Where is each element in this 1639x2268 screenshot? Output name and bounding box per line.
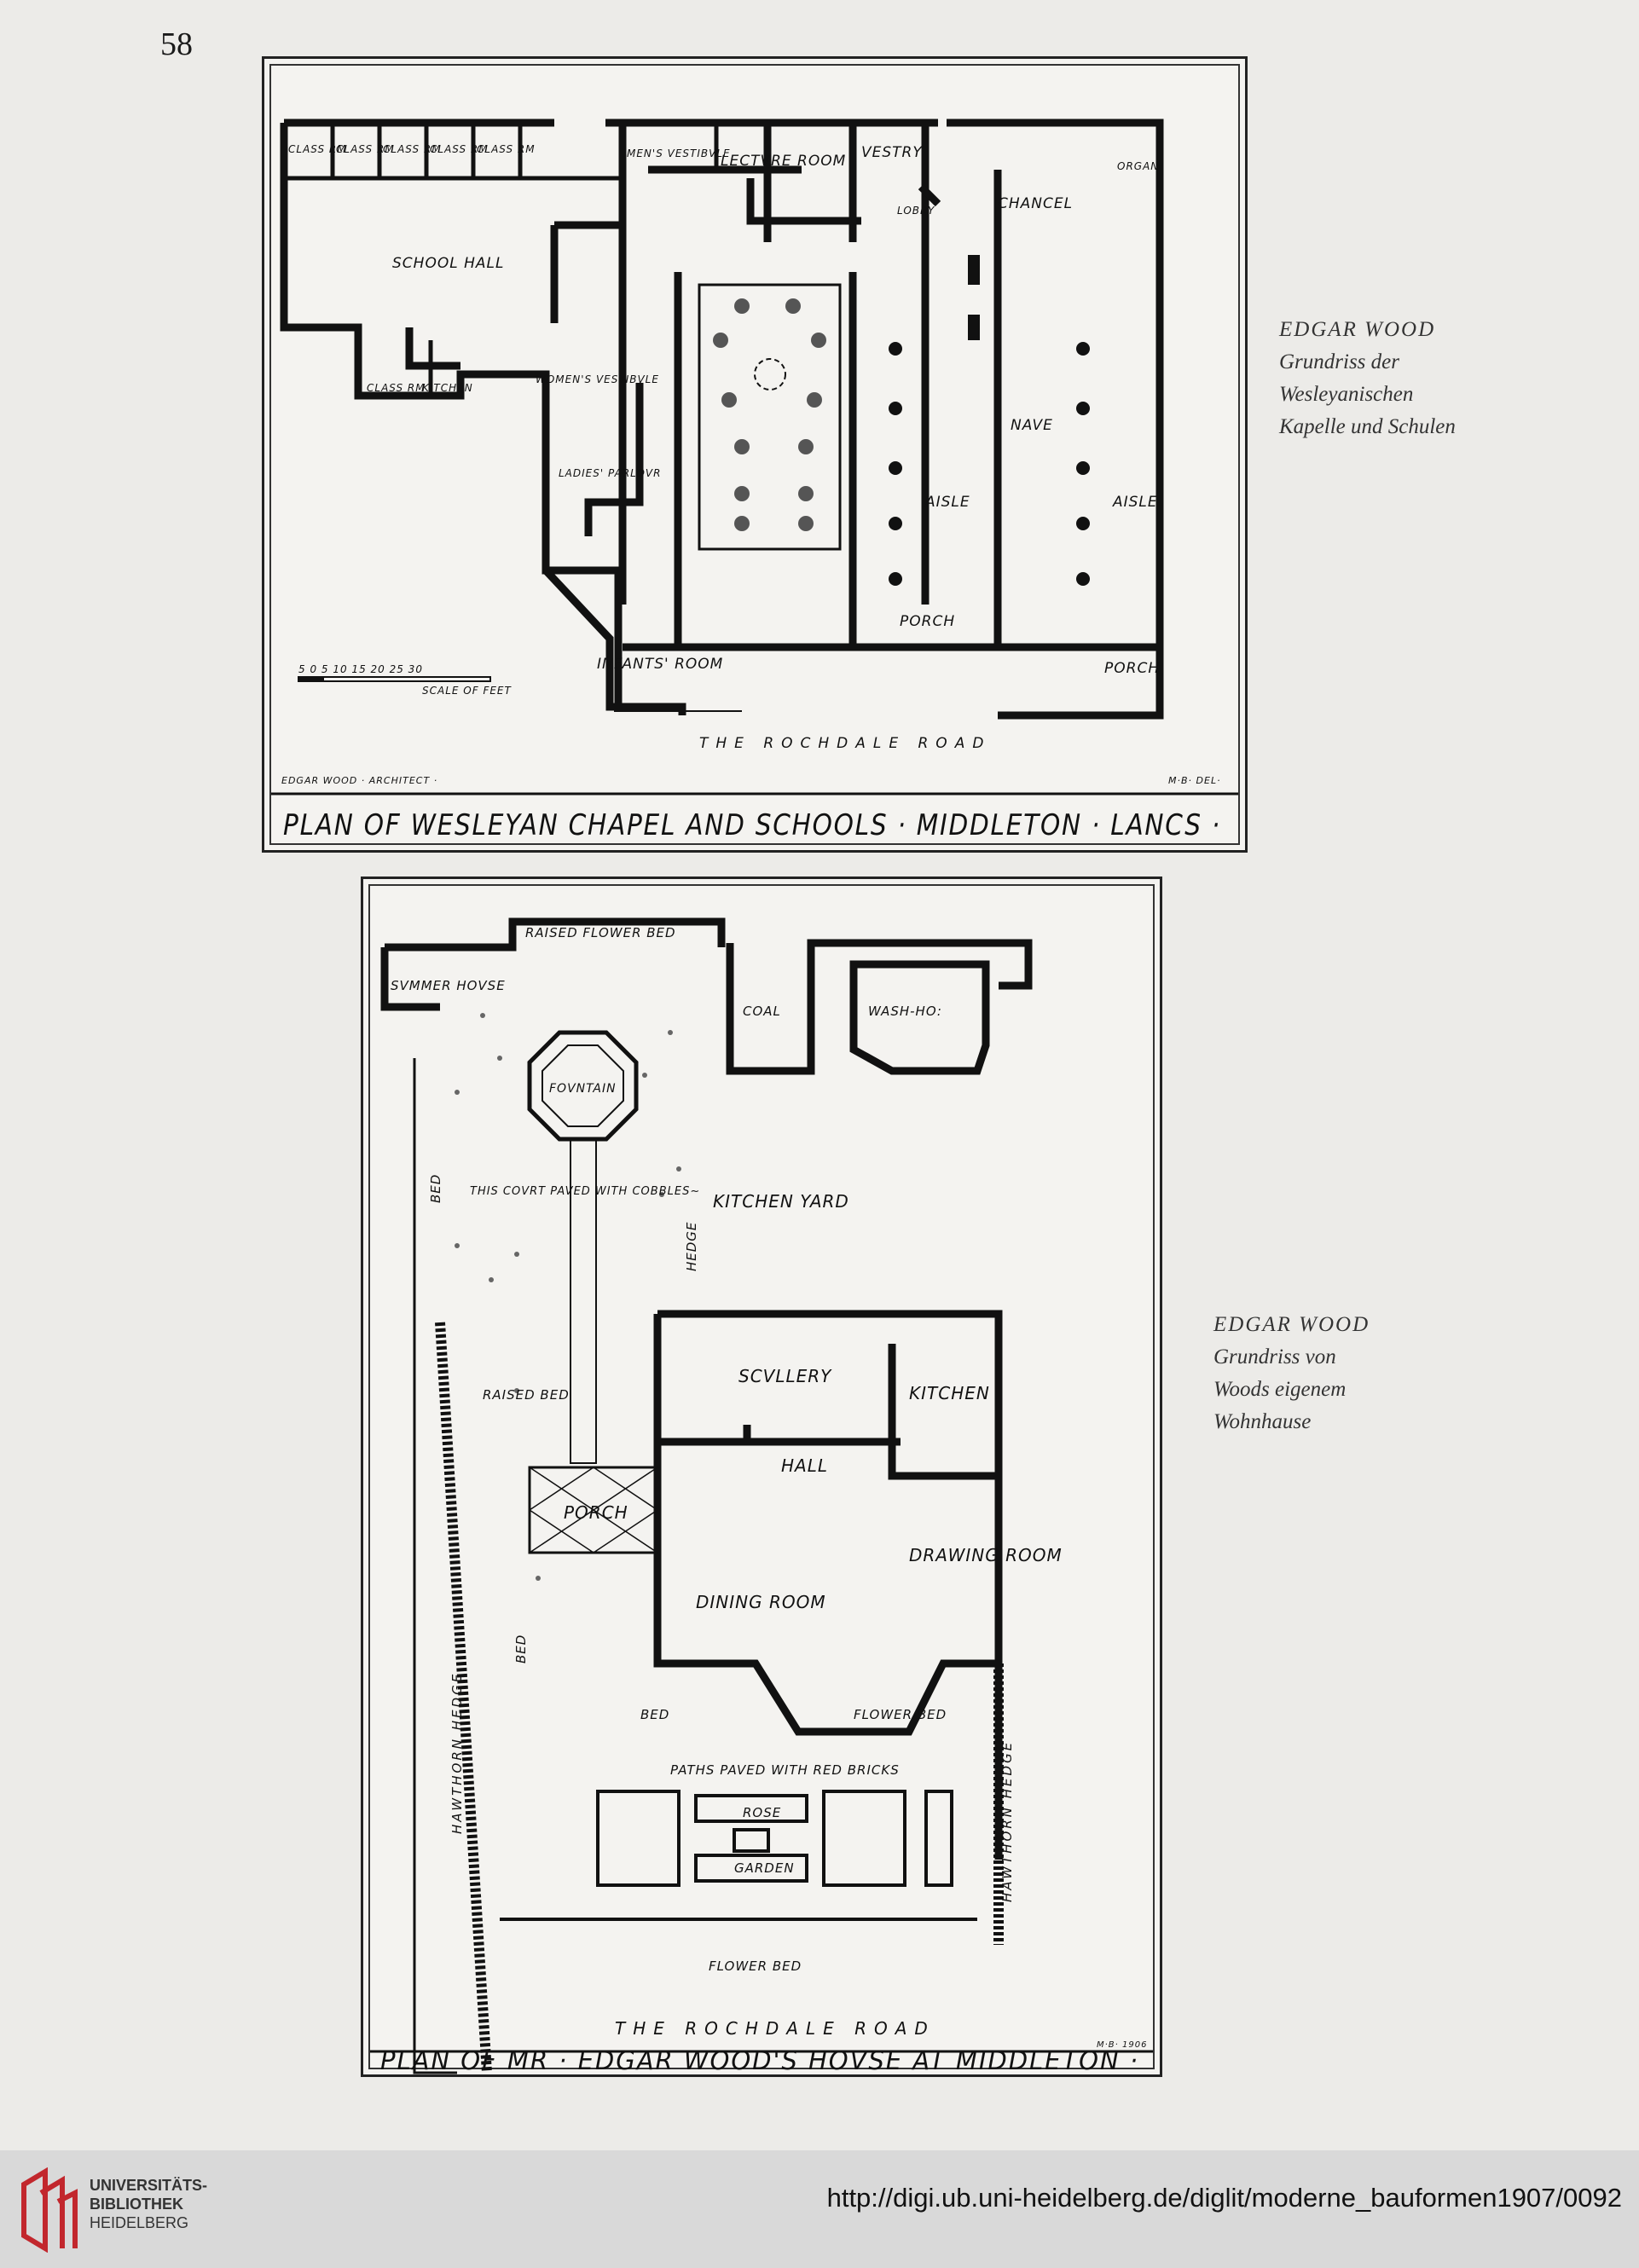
label-class-rm-2: CLASS RM <box>336 143 395 155</box>
label-chancel: CHANCEL <box>998 195 1073 212</box>
label-class-rm-5: CLASS RM <box>477 143 536 155</box>
side-caption-1-line1: EDGAR WOOD <box>1279 318 1436 341</box>
chapel-labels: CLASS RM CLASS RM CLASS RM CLASS RM CLAS… <box>281 143 1221 786</box>
label-fountain: FOVNTAIN <box>549 1082 617 1096</box>
label-porch-right: PORCH <box>1104 660 1160 677</box>
label-ladies-parlour: LADIES' PARLOVR <box>559 467 661 479</box>
label-kitchen: KITCHEN <box>909 1383 990 1403</box>
side-caption-2-line4: Wohnhause <box>1213 1410 1312 1433</box>
label-kitchen: KITCHEN <box>422 382 473 394</box>
label-class-rm-3: CLASS RM <box>383 143 442 155</box>
chapel-delineator: M·B· DEL· <box>1168 775 1221 786</box>
scale-label: SCALE OF FEET <box>422 685 513 697</box>
side-caption-2-line2: Grundriss von <box>1213 1345 1336 1368</box>
library-footer: UNIVERSITÄTS- BIBLIOTHEK HEIDELBERG http… <box>0 2150 1639 2268</box>
house-plan-caption: PLAN OF MR · EDGAR WOOD'S HOVSE AT MIDDL… <box>380 2046 1139 2074</box>
label-class-rm-1: CLASS RM <box>288 143 347 155</box>
label-class-rm-lower: CLASS RM <box>367 382 426 394</box>
side-caption-1-line3: Wesleyanischen <box>1279 383 1414 406</box>
scale-numbers: 5 0 5 10 15 20 25 30 <box>298 663 423 675</box>
label-court: THIS COVRT PAVED WITH COBBLES~ <box>470 1185 700 1198</box>
chapel-floor-plan: CLASS RM CLASS RM CLASS RM CLASS RM CLAS… <box>271 119 1238 842</box>
side-caption-1-line4: Kapelle und Schulen <box>1279 415 1456 438</box>
library-name: UNIVERSITÄTS- BIBLIOTHEK HEIDELBERG <box>90 2176 207 2232</box>
label-lecture-room: LECTVRE ROOM <box>721 153 846 170</box>
scale-bar <box>298 676 491 682</box>
house-walls <box>380 917 1033 1860</box>
label-organ: ORGAN <box>1117 160 1159 172</box>
label-school-hall: SCHOOL HALL <box>392 255 504 272</box>
label-garden: GARDEN <box>734 1860 795 1876</box>
label-raised-bed: RAISED BED <box>483 1387 570 1403</box>
label-mens-vestibule: MEN'S VESTIBVLE <box>627 148 731 159</box>
library-name-line2: BIBLIOTHEK <box>90 2196 183 2213</box>
label-vestry: VESTRY <box>861 144 923 161</box>
label-porch-mid: PORCH <box>900 613 955 630</box>
label-hawthorn-right: HAWTHORN HEDGE <box>999 1740 1015 1902</box>
label-hawthorn-left: HAWTHORN HEDGE <box>449 1672 465 1834</box>
fountain-octagon <box>527 1030 639 1142</box>
label-raised-flower-bed: RAISED FLOWER BED <box>525 925 676 940</box>
label-hedge: HEDGE <box>684 1222 699 1271</box>
chapel-walls <box>280 119 1164 720</box>
rose-garden <box>500 1790 977 1921</box>
label-scullery: SCVLLERY <box>738 1366 832 1386</box>
label-flower-bed-upper: FLOWER BED <box>854 1707 947 1722</box>
label-drawing-room: DRAWING ROOM <box>909 1545 1063 1565</box>
court-shrubs <box>713 298 826 531</box>
label-aisle-left: AISLE <box>924 494 970 511</box>
label-flower-bed-lower: FLOWER BED <box>709 1958 802 1974</box>
chapel-partitions <box>284 123 719 396</box>
side-caption-chapel: EDGAR WOOD Grundriss der Wesleyanischen … <box>1279 314 1456 443</box>
library-logo-icon <box>21 2167 78 2253</box>
source-url[interactable]: http://digi.ub.uni-heidelberg.de/diglit/… <box>826 2183 1622 2213</box>
label-kitchen-yard: KITCHEN YARD <box>713 1191 849 1212</box>
plan-chapel-plate: CLASS RM CLASS RM CLASS RM CLASS RM CLAS… <box>262 56 1248 853</box>
label-rose: ROSE <box>743 1805 781 1820</box>
house-major-labels: KITCHEN YARD SCVLLERY KITCHEN HALL PORCH… <box>564 1191 1063 2039</box>
chapel-road-label: THE ROCHDALE ROAD <box>699 735 991 752</box>
label-wash-house: WASH-HO: <box>868 1004 942 1019</box>
chapel-plan-caption: PLAN OF WESLEYAN CHAPEL AND SCHOOLS · MI… <box>283 808 1221 842</box>
nave-piers <box>889 255 1090 586</box>
side-caption-house: EDGAR WOOD Grundriss von Woods eigenem W… <box>1213 1309 1370 1438</box>
chapel-court-garden <box>698 283 842 551</box>
house-road-label: THE ROCHDALE ROAD <box>615 2018 935 2039</box>
label-bed-bottom: BED <box>640 1707 669 1722</box>
label-bed-left: BED <box>428 1174 443 1203</box>
side-caption-1-line2: Grundriss der <box>1279 350 1399 373</box>
label-dining-room: DINING ROOM <box>696 1592 826 1612</box>
plan-house-plate: SVMMER HOVSE RAISED FLOWER BED COAL WASH… <box>361 877 1162 2077</box>
garden-stipple <box>455 1013 681 1581</box>
side-caption-2-line1: EDGAR WOOD <box>1213 1313 1370 1336</box>
library-name-line3: HEIDELBERG <box>90 2214 189 2231</box>
label-lobby: LOBBY <box>897 205 935 217</box>
house-labels: SVMMER HOVSE RAISED FLOWER BED COAL WASH… <box>391 925 1147 2050</box>
label-aisle-right: AISLE <box>1112 494 1158 511</box>
side-caption-2-line3: Woods eigenem <box>1213 1378 1347 1401</box>
label-paths: PATHS PAVED WITH RED BRICKS <box>670 1762 900 1778</box>
label-coal: COAL <box>743 1004 781 1019</box>
chapel-major-labels: LECTVRE ROOM VESTRY CHANCEL SCHOOL HALL … <box>392 144 1160 752</box>
label-womens-vestibule: WOMEN'S VESTIBVLE <box>536 373 659 385</box>
central-path <box>570 1138 597 1464</box>
house-floor-plan: SVMMER HOVSE RAISED FLOWER BED COAL WASH… <box>370 917 1153 2074</box>
page-number: 58 <box>160 26 193 62</box>
architect-credit: EDGAR WOOD · ARCHITECT · <box>281 775 437 786</box>
label-porch: PORCH <box>564 1502 628 1523</box>
label-nave: NAVE <box>1011 417 1053 434</box>
west-boundary <box>413 1058 457 2074</box>
label-summer-house: SVMMER HOVSE <box>391 978 506 993</box>
label-class-rm-4: CLASS RM <box>430 143 489 155</box>
house-delineator: M·B· 1906 <box>1097 2040 1147 2050</box>
label-hall: HALL <box>781 1455 828 1476</box>
library-name-line1: UNIVERSITÄTS- <box>90 2177 208 2194</box>
label-infants-room: INFANTS' ROOM <box>597 656 723 673</box>
label-bed-vertical: BED <box>513 1634 529 1663</box>
